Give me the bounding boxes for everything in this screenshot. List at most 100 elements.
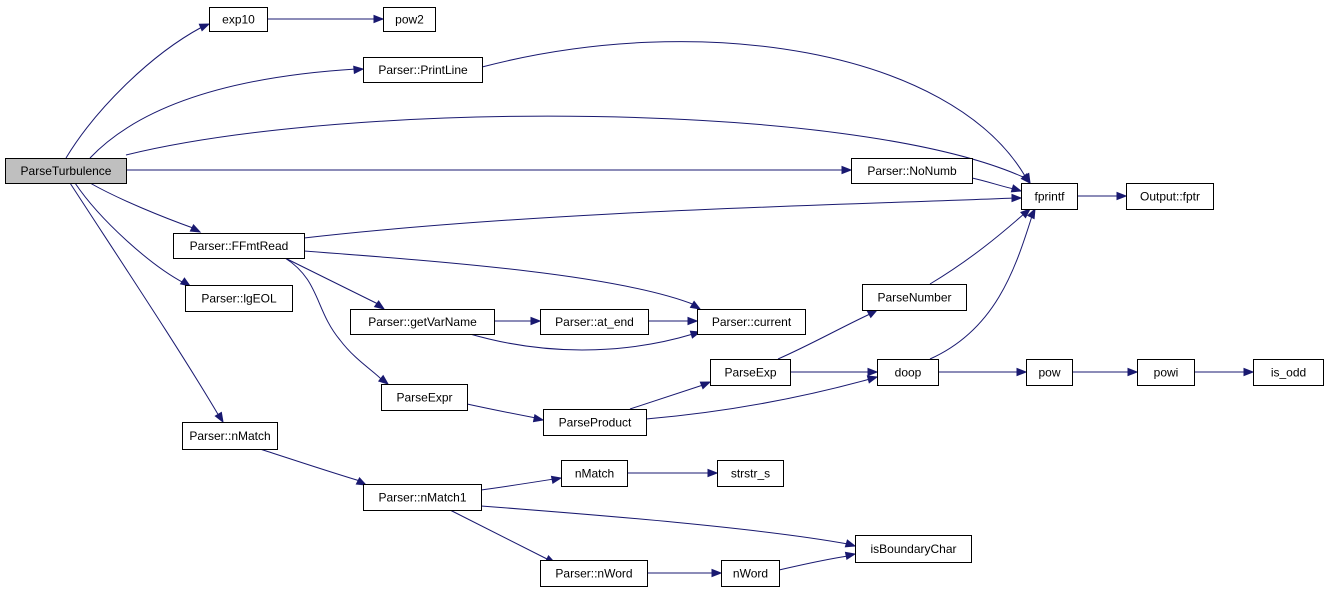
node-label: nWord	[733, 567, 768, 581]
node-label: Parser::nWord	[555, 567, 632, 581]
arrowhead-icon	[1016, 367, 1028, 377]
node-label: Parser::current	[712, 315, 792, 329]
arrowhead-icon	[867, 367, 879, 377]
node-exp10[interactable]: exp10	[209, 7, 268, 32]
arrowhead-icon	[844, 551, 857, 561]
edge-parseturbulence-to-lgeol	[74, 182, 192, 287]
edge-nmatchp-to-nmatch1	[259, 448, 368, 486]
arrowhead-icon	[1011, 193, 1023, 203]
arrowhead-icon	[707, 468, 719, 478]
arrowhead-icon	[189, 223, 202, 233]
node-pow2[interactable]: pow2	[383, 7, 436, 32]
node-parser-nmatch[interactable]: Parser::nMatch	[182, 422, 278, 450]
edge-exp10-to-pow2	[267, 14, 385, 24]
arrowhead-icon	[866, 309, 879, 319]
edge-at-end-to-current	[648, 316, 699, 326]
edge-parseexp-to-doop	[790, 367, 879, 377]
node-parser-nonumb[interactable]: Parser::NoNumb	[851, 158, 973, 184]
node-label: powi	[1154, 366, 1179, 380]
edge-ffmtread-to-fprintf	[303, 193, 1023, 239]
node-parseproduct[interactable]: ParseProduct	[543, 409, 647, 436]
edge-parseturbulence-to-nmatchp	[69, 182, 224, 424]
arrowhead-icon	[198, 23, 211, 32]
arrowhead-icon	[1127, 367, 1139, 377]
edge-nwordp-to-nword	[647, 568, 723, 578]
arrowhead-icon	[689, 300, 702, 310]
node-label: Parser::nMatch	[189, 429, 270, 443]
arrowhead-icon	[353, 65, 365, 75]
node-parseturbulence: ParseTurbulence	[5, 158, 127, 184]
node-doop[interactable]: doop	[877, 359, 939, 386]
node-fprintf[interactable]: fprintf	[1021, 183, 1078, 210]
node-isboundarychar[interactable]: isBoundaryChar	[855, 535, 972, 563]
arrowhead-icon	[687, 316, 699, 326]
arrowhead-icon	[1010, 184, 1023, 193]
node-parser-printline[interactable]: Parser::PrintLine	[363, 57, 483, 83]
node-label: Parser::FFmtRead	[190, 239, 289, 253]
arrowhead-icon	[866, 375, 879, 384]
node-parser-nword[interactable]: Parser::nWord	[540, 560, 648, 587]
arrowhead-icon	[1020, 173, 1031, 185]
node-label: nMatch	[575, 467, 614, 481]
node-parser-at-end[interactable]: Parser::at_end	[540, 309, 649, 335]
arrowhead-icon	[699, 381, 712, 390]
node-label: Output::fptr	[1140, 190, 1200, 204]
node-strstr-s[interactable]: strstr_s	[717, 460, 784, 487]
edge-nmatch1-to-isboundarychar	[480, 505, 857, 548]
node-label: is_odd	[1271, 366, 1306, 380]
edge-parseturbulence-to-fprintf	[125, 115, 1031, 185]
arrowhead-icon	[841, 165, 853, 175]
arrowhead-icon	[1026, 207, 1036, 220]
edge-ffmtread-to-current	[303, 250, 702, 310]
node-label: ParseProduct	[559, 416, 632, 430]
node-label: Parser::NoNumb	[867, 164, 957, 178]
node-parseexp[interactable]: ParseExp	[710, 359, 791, 386]
node-parser-current[interactable]: Parser::current	[697, 309, 806, 335]
node-label: ParseExpr	[396, 391, 452, 405]
node-layer: ParseTurbulence exp10 pow2Parser::PrintLin…	[5, 7, 1324, 587]
edge-ffmtread-to-parseexpr	[284, 257, 390, 385]
edge-parseproduct-to-parseexp	[629, 381, 712, 410]
arrowhead-icon	[550, 475, 563, 485]
node-nword[interactable]: nWord	[721, 560, 780, 587]
arrowhead-icon	[532, 413, 545, 423]
edge-nmatch-to-strstr-s	[627, 468, 719, 478]
arrowhead-icon	[1116, 191, 1128, 201]
node-parseexpr[interactable]: ParseExpr	[381, 384, 468, 411]
edge-parseturbulence-to-printline	[89, 65, 365, 159]
node-label: Parser::lgEOL	[201, 292, 277, 306]
edge-fprintf-to-fptr	[1077, 191, 1128, 201]
node-is-odd[interactable]: is_odd	[1253, 359, 1324, 386]
node-output-fptr[interactable]: Output::fptr	[1126, 183, 1214, 210]
node-label: fprintf	[1034, 190, 1065, 204]
edge-parseturbulence-to-exp10	[65, 23, 211, 159]
edge-pow-to-powi	[1072, 367, 1139, 377]
arrowhead-icon	[377, 374, 390, 385]
edge-parseproduct-to-doop	[645, 375, 879, 420]
arrowhead-icon	[373, 14, 385, 24]
node-label: Parser::PrintLine	[378, 63, 468, 77]
arrowhead-icon	[373, 300, 386, 310]
node-label: Parser::at_end	[555, 315, 634, 329]
node-parser-getvarname[interactable]: Parser::getVarName	[350, 309, 495, 335]
node-parsenumber[interactable]: ParseNumber	[862, 284, 967, 311]
edge-ffmtread-to-getvarname	[284, 257, 386, 310]
node-powi[interactable]: powi	[1137, 359, 1195, 386]
node-parser-lgeol[interactable]: Parser::lgEOL	[185, 285, 293, 312]
node-label: Parser::getVarName	[368, 315, 477, 329]
edge-parseturbulence-to-ffmtread	[89, 182, 202, 233]
node-parser-ffmtread[interactable]: Parser::FFmtRead	[173, 233, 305, 259]
arrowhead-icon	[1020, 208, 1032, 219]
node-pow[interactable]: pow	[1026, 359, 1073, 386]
edge-parseturbulence-to-nonumb	[126, 165, 853, 175]
edge-nmatch1-to-nwordp	[449, 509, 557, 564]
arrowhead-icon	[530, 316, 542, 326]
node-nmatch[interactable]: nMatch	[561, 460, 628, 487]
node-parser-nmatch1[interactable]: Parser::nMatch1	[363, 484, 482, 511]
edge-getvarname-to-at-end	[494, 316, 542, 326]
arrowhead-icon	[711, 568, 723, 578]
edge-parsenumber-to-fprintf	[929, 208, 1032, 285]
edge-powi-to-is-odd	[1194, 367, 1255, 377]
node-label: doop	[895, 366, 922, 380]
